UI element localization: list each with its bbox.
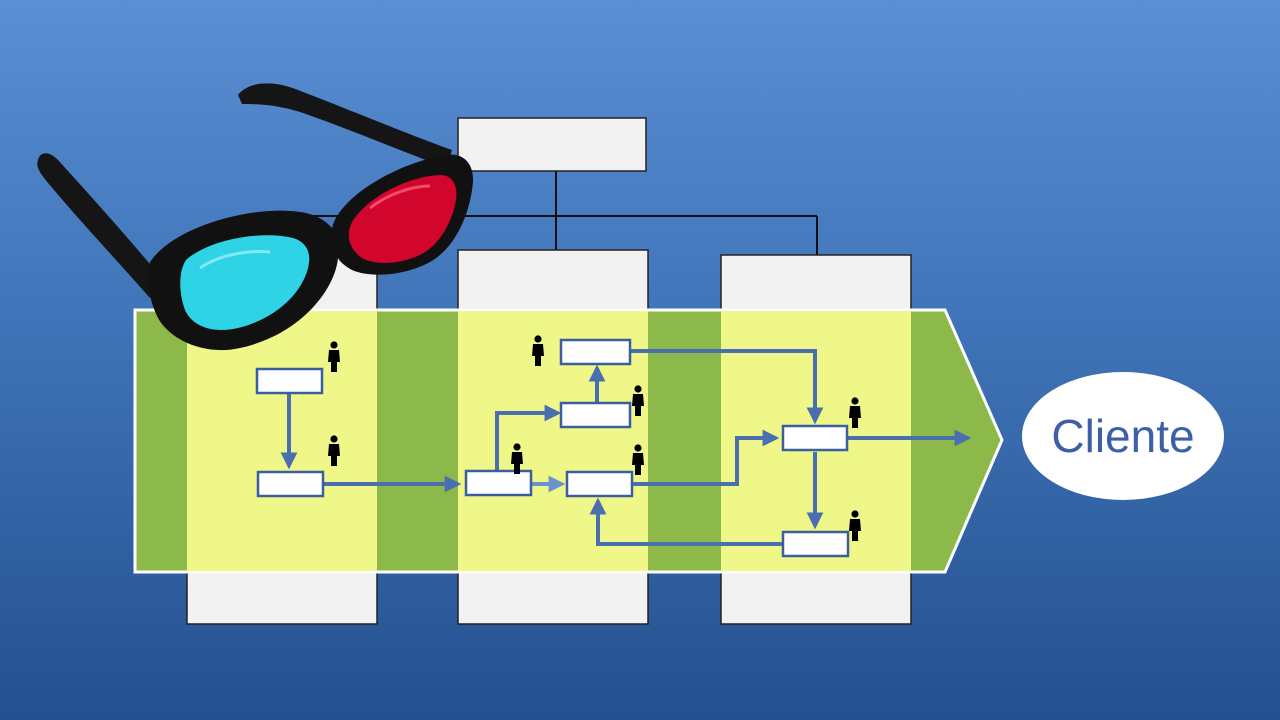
client-node: Cliente bbox=[1022, 372, 1224, 500]
flow-g-to-e bbox=[589, 497, 782, 546]
flow-arrows bbox=[280, 349, 972, 546]
step-e bbox=[565, 470, 634, 498]
step-a1 bbox=[255, 367, 324, 395]
step-g bbox=[781, 530, 850, 558]
3d-glasses-icon bbox=[37, 83, 474, 351]
client-ellipse bbox=[1022, 372, 1224, 500]
step-a2 bbox=[256, 470, 325, 498]
client-label: Cliente bbox=[1051, 410, 1194, 462]
flow-b-to-d bbox=[495, 404, 562, 471]
flow-c-to-f bbox=[631, 349, 824, 425]
org-connectors bbox=[281, 171, 818, 255]
step-f bbox=[781, 424, 849, 452]
cyan-lens bbox=[180, 235, 310, 330]
step-c bbox=[559, 338, 632, 366]
org-top-box bbox=[457, 117, 647, 172]
step-d bbox=[559, 401, 632, 429]
highlight-column-1 bbox=[187, 311, 377, 571]
step-b bbox=[464, 469, 533, 497]
process-steps bbox=[255, 338, 850, 558]
red-lens bbox=[348, 175, 457, 264]
flow-e-to-f bbox=[633, 429, 780, 486]
